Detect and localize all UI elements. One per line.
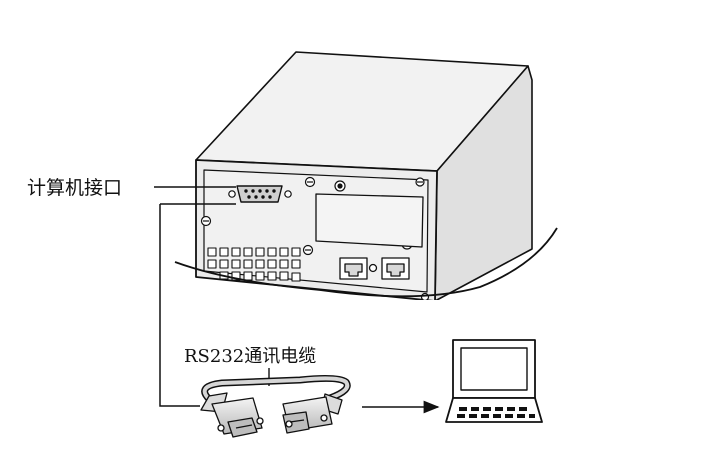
monitor-screen bbox=[460, 347, 528, 391]
computer-terminal-icon bbox=[445, 339, 543, 423]
keyboard-keys bbox=[457, 407, 535, 418]
computer-interface-label: 计算机接口 bbox=[27, 177, 122, 199]
cutaway-edge bbox=[174, 227, 558, 298]
ventilation-grid bbox=[207, 247, 301, 282]
rs232-cable-label: RS232通讯电缆 bbox=[184, 346, 316, 367]
rs232-cable bbox=[200, 368, 351, 438]
blank-cover-plate bbox=[315, 193, 424, 248]
db9-connector-left bbox=[200, 392, 264, 438]
cable-route-line bbox=[159, 203, 236, 407]
db9-connector-right bbox=[282, 393, 343, 434]
device-rear-view bbox=[172, 51, 560, 322]
rj45-port-icon bbox=[339, 257, 410, 280]
db9-serial-port bbox=[228, 185, 292, 203]
leader-lines bbox=[154, 186, 236, 407]
